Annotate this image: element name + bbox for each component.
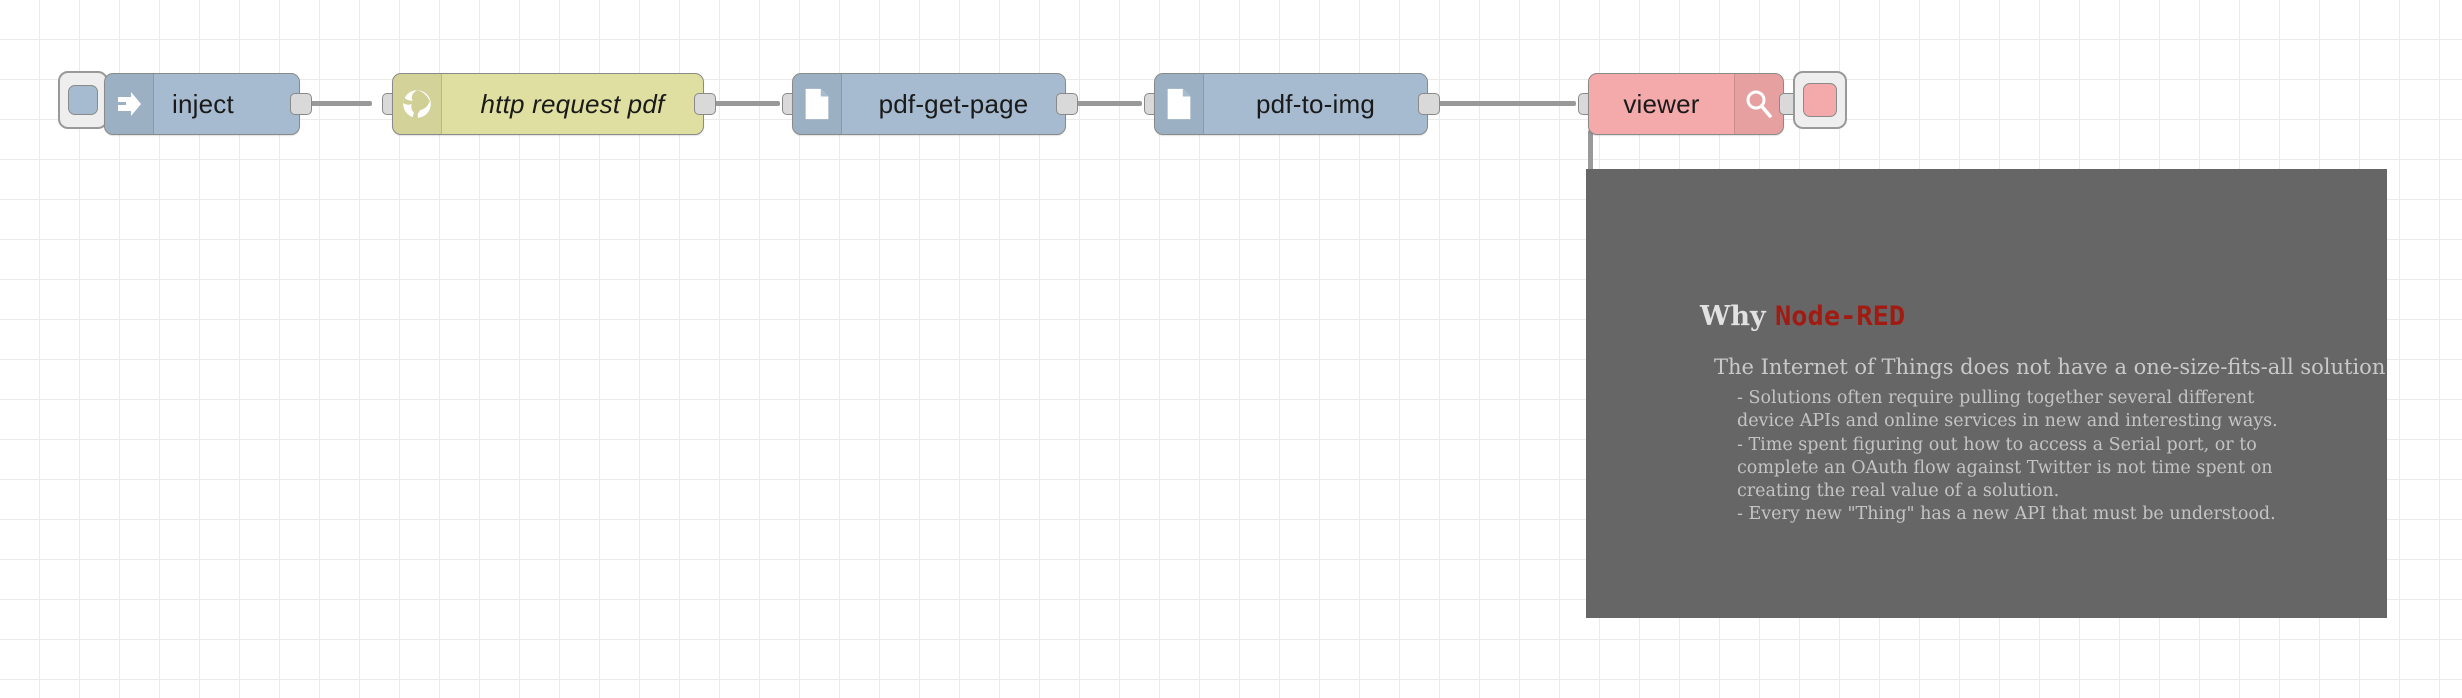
node-pdf-get-page[interactable]: pdf-get-page (792, 73, 1066, 135)
wire-pdftoimg-to-viewer[interactable] (1424, 101, 1576, 106)
viewer-toggle-button-inner (1803, 83, 1837, 117)
preview-heading-prefix: Why (1700, 301, 1776, 332)
preview-body-text: - Solutions often require pulling togeth… (1737, 387, 2283, 527)
document-icon (805, 88, 829, 120)
inject-trigger-button[interactable] (58, 71, 108, 129)
node-viewer[interactable]: viewer (1588, 73, 1784, 135)
preview-bullet-2: - Time spent figuring out how to access … (1737, 434, 2273, 502)
inject-arrow-icon (118, 92, 141, 116)
node-pdf-to-img-output-port[interactable] (1418, 93, 1440, 115)
inject-arrow-icon-cell (105, 74, 154, 134)
node-pdf-to-img-label: pdf-to-img (1255, 88, 1376, 119)
node-http-output-port[interactable] (694, 93, 716, 115)
node-pdf-to-img[interactable]: pdf-to-img (1154, 73, 1428, 135)
preview-bullet-3: - Every new "Thing" has a new API that m… (1737, 504, 2276, 525)
node-inject[interactable]: inject (104, 73, 300, 135)
viewer-toggle-button[interactable] (1793, 71, 1847, 129)
inject-trigger-button-inner (68, 85, 98, 115)
wire-pdfgetpage-to-pdftoimg[interactable] (1062, 101, 1142, 106)
preview-lead-text: The Internet of Things does not have a o… (1714, 355, 2386, 379)
node-viewer-label: viewer (1623, 88, 1700, 119)
globe-icon-cell (393, 74, 442, 134)
preview-bullet-1: - Solutions often require pulling togeth… (1737, 388, 2278, 432)
document-icon (1167, 88, 1191, 120)
node-pdf-get-page-label: pdf-get-page (878, 88, 1029, 119)
node-inject-label: inject (172, 88, 234, 119)
preview-heading: Why Node-RED (1700, 301, 1905, 332)
node-http-request-pdf-label: http request pdf (480, 88, 665, 119)
globe-icon (403, 90, 431, 118)
node-inject-output-port[interactable] (290, 93, 312, 115)
node-pdf-get-page-output-port[interactable] (1056, 93, 1078, 115)
node-http-request-pdf[interactable]: http request pdf (392, 73, 704, 135)
wire-http-to-pdfgetpage[interactable] (700, 101, 780, 106)
magnifier-icon (1746, 90, 1772, 118)
image-preview-panel[interactable]: Why Node-RED The Internet of Things does… (1586, 169, 2387, 618)
wire-inject-to-http[interactable] (300, 101, 372, 106)
magnifier-icon-cell (1734, 74, 1783, 134)
preview-heading-brand: Node-RED (1775, 301, 1906, 332)
document-icon-cell-2 (1155, 74, 1204, 134)
wire-viewer-to-preview[interactable] (1588, 130, 1593, 172)
document-icon-cell-1 (793, 74, 842, 134)
